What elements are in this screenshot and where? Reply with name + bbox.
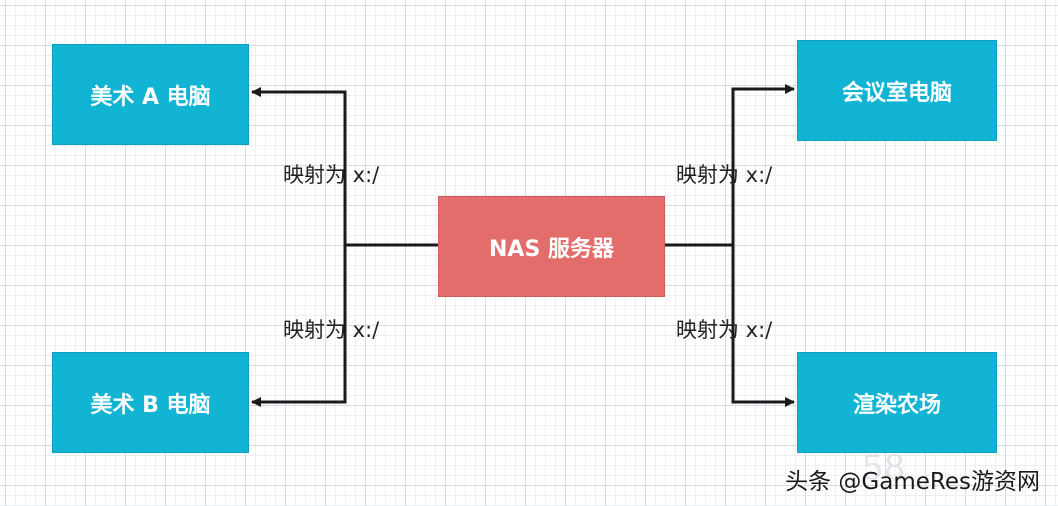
edge-nas-to-art-a bbox=[251, 87, 438, 247]
edge-nas-to-render-farm bbox=[731, 245, 795, 407]
node-art-a-computer: 美术 A 电脑 bbox=[52, 44, 249, 145]
edge-label-render-farm: 映射为 x:/ bbox=[676, 318, 773, 342]
edge-nas-to-art-b bbox=[251, 245, 347, 407]
node-art-b-computer: 美术 B 电脑 bbox=[52, 352, 249, 453]
watermark-text: 头条 @GameRes游资网 bbox=[785, 469, 1040, 495]
edge-nas-to-meeting-room bbox=[665, 84, 795, 247]
node-render-farm: 渲染农场 bbox=[797, 352, 997, 453]
edge-label-art-a: 映射为 x:/ bbox=[283, 163, 380, 187]
node-nas-server: NAS 服务器 bbox=[438, 196, 665, 297]
edge-label-art-b: 映射为 x:/ bbox=[283, 318, 380, 342]
watermark-faint-text: 58 bbox=[862, 448, 906, 488]
edge-label-meeting-room: 映射为 x:/ bbox=[676, 163, 773, 187]
node-meeting-room-computer: 会议室电脑 bbox=[797, 40, 997, 141]
